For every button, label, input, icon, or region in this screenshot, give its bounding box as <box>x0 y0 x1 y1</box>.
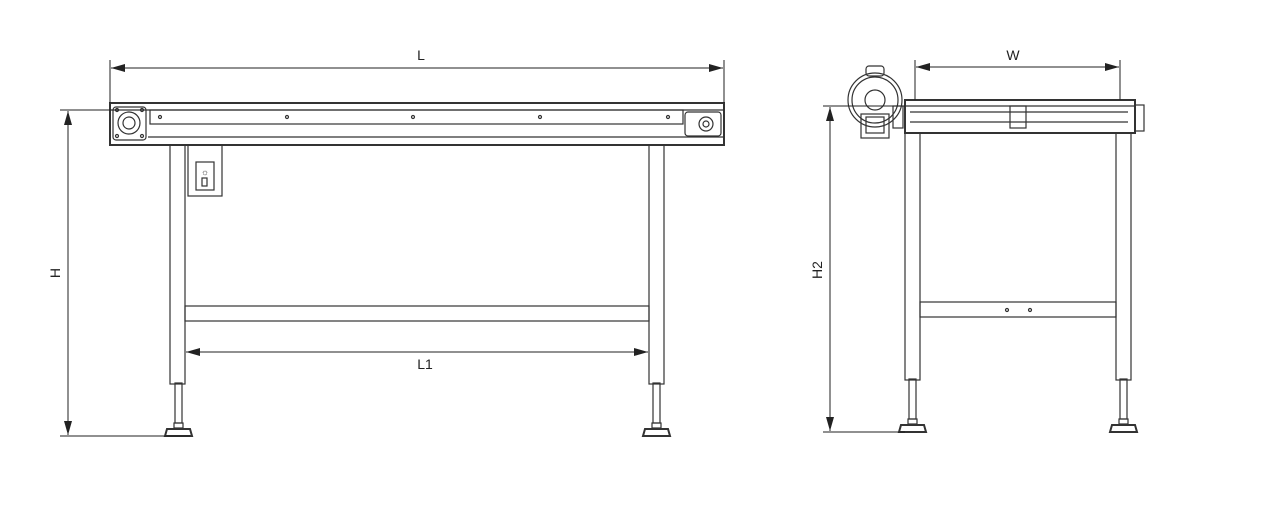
inner-length-label: L1 <box>417 356 433 372</box>
switch-icon <box>201 177 208 187</box>
belt-slot <box>149 109 684 125</box>
light-icon: ☼ <box>201 167 209 177</box>
left-foot <box>163 382 194 437</box>
side-right-leg <box>1115 132 1132 381</box>
length-label: L <box>417 47 425 63</box>
side-cross-bar <box>919 301 1117 318</box>
conveyor-frame <box>109 102 725 146</box>
side-left-foot <box>897 378 928 433</box>
front-view: ☼ L L1 H <box>47 47 725 437</box>
side-right-foot <box>1108 378 1139 433</box>
height-label: H <box>47 268 63 278</box>
side-view: W H2 <box>809 47 1145 433</box>
right-leg <box>648 144 665 385</box>
right-foot <box>641 382 672 437</box>
side-left-leg <box>904 132 921 381</box>
control-box: ☼ <box>187 144 223 197</box>
height2-label: H2 <box>809 261 825 279</box>
end-pulley-icon <box>684 111 722 137</box>
gear-motor-icon <box>847 65 904 139</box>
width-label: W <box>1006 47 1020 63</box>
drive-motor-icon <box>112 106 147 141</box>
left-leg <box>169 144 186 385</box>
cross-bar <box>184 305 650 322</box>
